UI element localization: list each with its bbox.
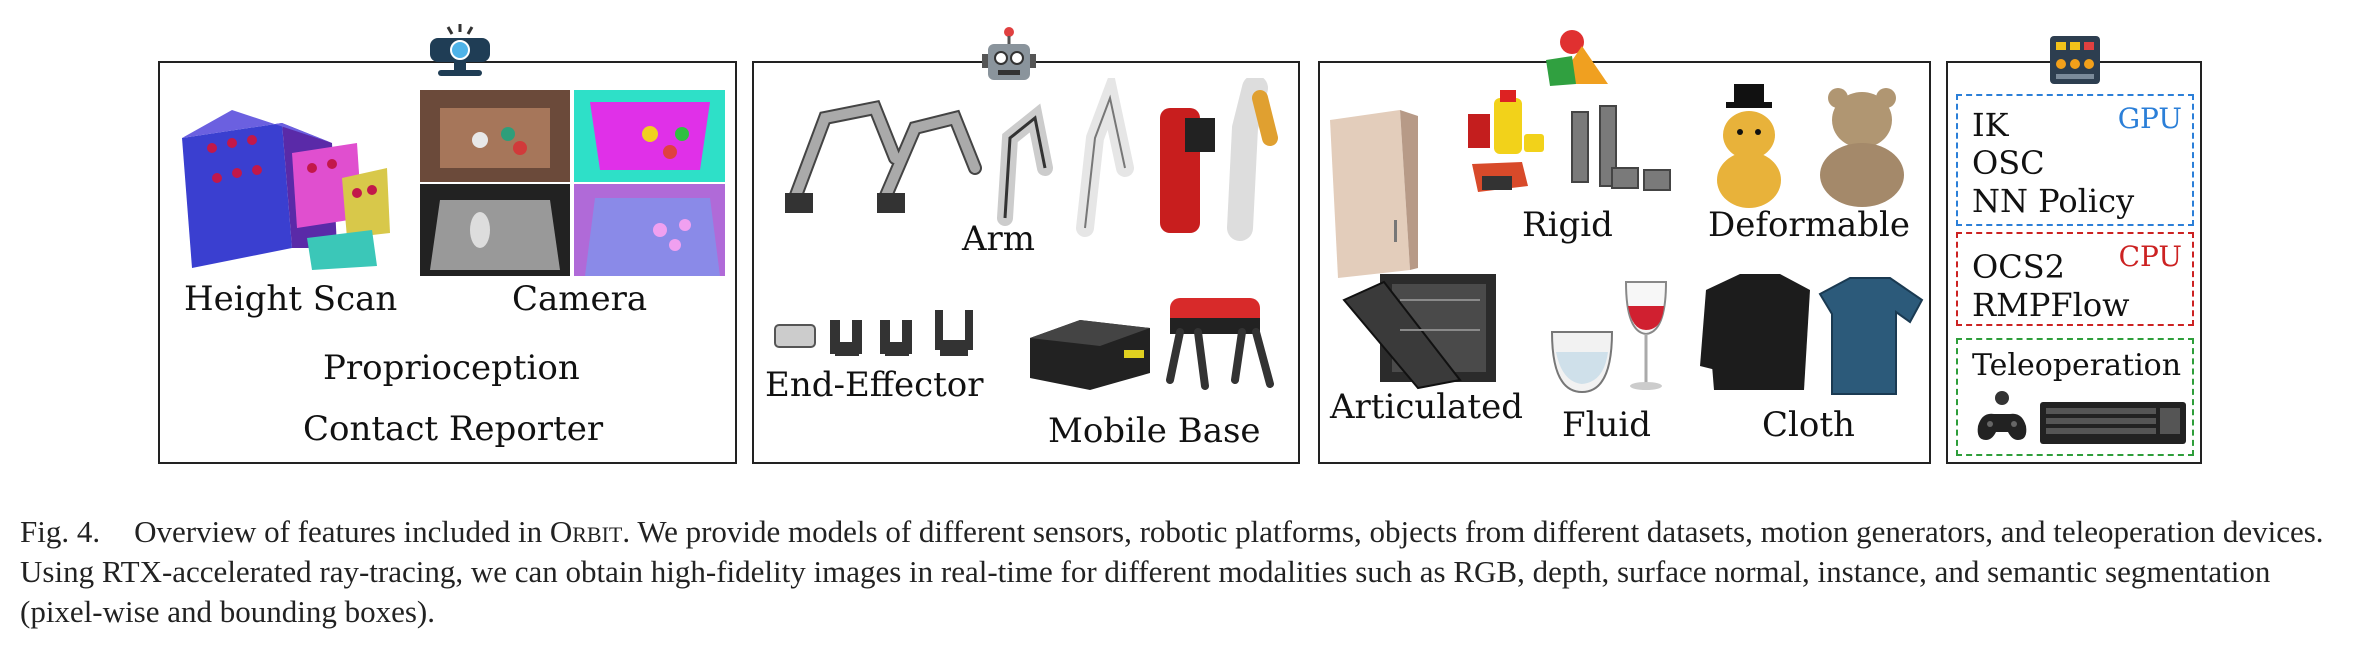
keyboard-icon: [2040, 402, 2186, 444]
camera-modality-grid: [420, 90, 725, 276]
figure-label: Fig. 4.: [20, 514, 101, 549]
rigid-objects-image: [1468, 90, 1671, 192]
height-scan-label: Height Scan: [184, 279, 398, 319]
controllers-panel: [1946, 61, 2202, 464]
robot-head-icon: [982, 27, 1036, 80]
ik-item: IK: [1972, 106, 2009, 144]
gpu-controllers-box: GPU IK OSC NN Policy: [1956, 94, 2194, 226]
cloth-label: Cloth: [1762, 405, 1855, 445]
gpu-tag: GPU: [2117, 102, 2182, 135]
rmpflow-item: RMPFlow: [1972, 286, 2130, 324]
height-scan-image: [182, 110, 390, 270]
gamepad-icon: [1977, 391, 2027, 440]
deformable-label: Deformable: [1708, 205, 1910, 245]
fluid-object-image: [1550, 281, 1668, 394]
framework-name: Orbit: [549, 514, 623, 549]
mobile-base-image: [1030, 298, 1274, 390]
camera-images: [420, 90, 725, 276]
shapes-icon: [1546, 30, 1608, 86]
end-effector-label: End-Effector: [765, 365, 984, 405]
proprioception-label: Proprioception: [323, 348, 580, 388]
caption-text-start: Overview of features included in: [134, 514, 550, 549]
teleoperation-label: Teleoperation: [1972, 348, 2182, 383]
mobile-base-label: Mobile Base: [1048, 411, 1261, 451]
deformable-objects-image: [1717, 84, 1904, 208]
camera-label: Camera: [512, 279, 648, 319]
arm-label: Arm: [962, 219, 1036, 259]
articulated-label: Articulated: [1330, 387, 1523, 427]
nn-policy-item: NN Policy: [1972, 182, 2135, 220]
end-effector-image: [774, 310, 973, 356]
contact-reporter-label: Contact Reporter: [303, 409, 604, 449]
articulated-object-image: [1342, 274, 1496, 390]
webcam-icon: [430, 24, 490, 76]
rigid-label: Rigid: [1522, 205, 1613, 245]
control-panel-icon: [2050, 36, 2100, 84]
arm-robots-image: [785, 78, 1278, 241]
objects-panel: [1318, 61, 1931, 464]
fluid-label: Fluid: [1562, 405, 1652, 445]
figure-caption: Fig. 4.Overview of features included in …: [20, 512, 2350, 632]
cpu-tag: CPU: [2118, 240, 2182, 273]
ocs2-item: OCS2: [1972, 248, 2065, 286]
cabinet-image: [1330, 110, 1418, 278]
teleoperation-box: Teleoperation: [1956, 338, 2194, 456]
cpu-controllers-box: CPU OCS2 RMPFlow: [1956, 232, 2194, 326]
osc-item: OSC: [1972, 144, 2045, 182]
cloth-objects-image: [1700, 274, 1924, 395]
caption-text-end: . We provide models of different sensors…: [20, 514, 2324, 629]
